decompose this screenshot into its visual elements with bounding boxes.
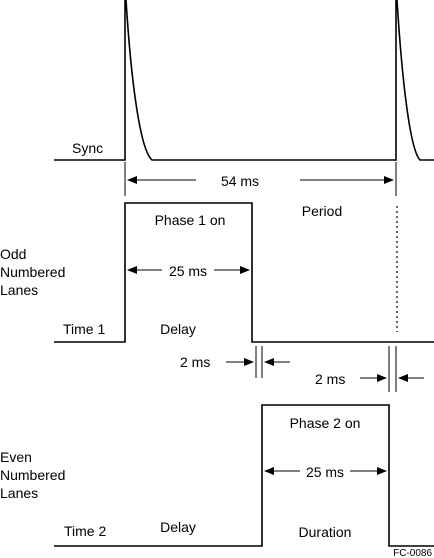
- period-label: Period: [302, 203, 342, 219]
- figure-id: FC-0086: [393, 548, 432, 558]
- even-lanes-label-line2: Numbered: [0, 467, 65, 483]
- phase2-width-value: 25 ms: [306, 464, 344, 480]
- phase1-width-value: 25 ms: [169, 263, 207, 279]
- odd-lanes-label-line2: Numbered: [0, 264, 65, 280]
- time2-label: Time 2: [64, 523, 106, 539]
- gap1-value: 2 ms: [180, 354, 210, 370]
- even-lanes-label-line3: Lanes: [0, 485, 38, 501]
- time1-label: Time 1: [63, 321, 105, 337]
- odd-lanes-label-line3: Lanes: [0, 282, 38, 298]
- phase1-on-label: Phase 1 on: [155, 212, 226, 228]
- odd-lanes-label-line1: Odd: [0, 246, 26, 262]
- even-lanes-waveform: [54, 405, 434, 546]
- phase2-on-label: Phase 2 on: [290, 415, 361, 431]
- gap2-value: 2 ms: [315, 371, 345, 387]
- duration-label: Duration: [299, 524, 352, 540]
- even-lanes-label-line1: Even: [0, 449, 32, 465]
- sync-waveform: [54, 0, 434, 160]
- delay1-label: Delay: [160, 321, 196, 337]
- odd-lanes-waveform: [54, 203, 434, 342]
- period-value: 54 ms: [221, 173, 259, 189]
- sync-label: Sync: [72, 140, 103, 156]
- delay2-label: Delay: [160, 519, 196, 535]
